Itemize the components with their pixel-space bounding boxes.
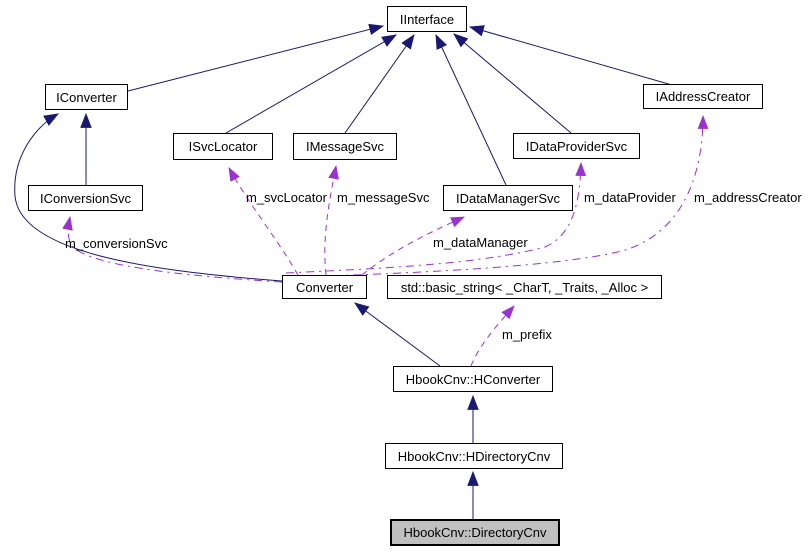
node-iconversionsvc[interactable]: IConversionSvc [28,185,143,211]
edge-usage-m-svclocator [228,167,299,276]
edge-usage-m-messagesvc [324,164,339,276]
edge-label-m-conversionsvc: m_conversionSvc [65,236,168,251]
node-imessagesvc[interactable]: IMessageSvc [293,133,397,160]
edge-label-m-addresscreator: m_addressCreator [694,190,802,205]
edge-inherit-hconverter-converter [354,302,441,367]
node-iaddresscreator[interactable]: IAddressCreator [643,84,763,109]
edge-usage-m-dataprovider [285,161,587,274]
edge-usage-m-datamanager [361,216,465,276]
node-iinterface[interactable]: IInterface [387,6,467,32]
node-isvclocator[interactable]: ISvcLocator [173,133,273,160]
edge-inherit-converter-iconverter [14,113,283,282]
edge-inherit-idataprovidersvc-iinterface [453,33,572,134]
edge-label-m-dataprovider: m_dataProvider [584,190,676,205]
edge-inherit-iaddresscreator-iinterface [468,25,673,86]
node-directorycnv-current: HbookCnv::DirectoryCnv [390,519,560,546]
edge-inherit-isvclocator-iinterface [225,34,397,134]
edge-inherit-iconverter-iinterface [127,23,385,92]
edge-label-m-datamanager: m_dataManager [433,235,528,250]
node-basic-string[interactable]: std::basic_string< _CharT, _Traits, _All… [387,275,662,299]
edge-label-m-messagesvc: m_messageSvc [337,190,430,205]
node-converter[interactable]: Converter [282,275,367,299]
node-hconverter[interactable]: HbookCnv::HConverter [393,366,553,392]
node-idatamanagersvc[interactable]: IDataManagerSvc [443,185,573,211]
node-hdirectorycnv[interactable]: HbookCnv::HDirectoryCnv [385,443,563,469]
node-iconverter[interactable]: IConverter [45,84,128,110]
edge-label-m-prefix: m_prefix [502,327,552,342]
node-idataprovidersvc[interactable]: IDataProviderSvc [513,133,640,159]
edge-usage-m-prefix [470,305,515,367]
edge-inherit-imessagesvc-iinterface [344,34,415,134]
edge-usage-m-addresscreator [292,114,709,278]
edge-label-m-svclocator: m_svcLocator [246,190,327,205]
edge-inherit-idatamanagersvc-iinterface [435,33,507,186]
